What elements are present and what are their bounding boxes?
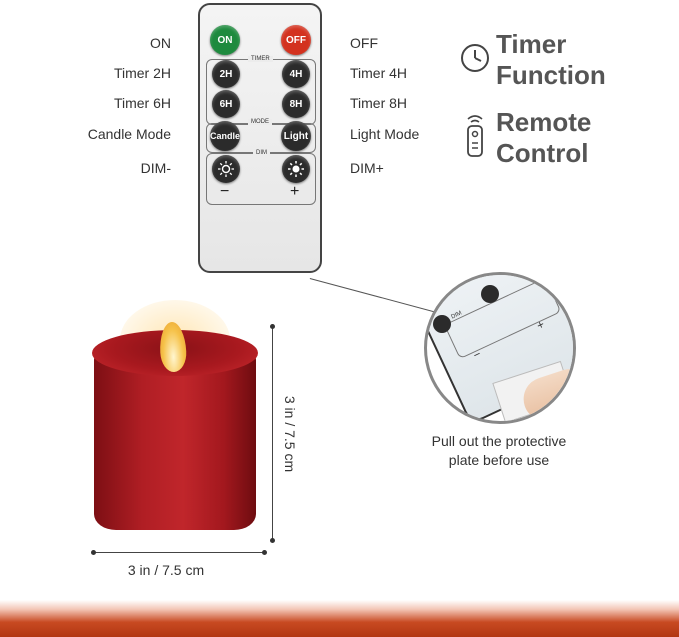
timer-8h-button[interactable]: 8H: [282, 90, 310, 118]
label-timer-4h: Timer 4H: [350, 65, 408, 81]
label-timer-2h: Timer 2H: [113, 65, 171, 81]
width-dimension-right-dot: [262, 550, 267, 555]
brightness-icon: [218, 161, 234, 177]
inset-caption-line1: Pull out the protective: [431, 433, 567, 449]
mode-group-title: MODE: [248, 119, 272, 125]
dim-plus-button[interactable]: [282, 155, 310, 183]
timer-4h-button[interactable]: 4H: [282, 60, 310, 88]
remote-control: ON OFF TIMER 2H 4H 6H 8H MODE Candle Lig…: [198, 3, 322, 273]
width-dimension-left-dot: [91, 550, 96, 555]
height-dimension-line: [272, 327, 273, 540]
candle-mode-button[interactable]: Candle: [210, 121, 240, 151]
feature-timer-line2: Function: [496, 60, 606, 90]
label-dim-plus: DIM+: [350, 160, 384, 176]
label-candle-mode: Candle Mode: [87, 126, 171, 142]
remote-control-icon: [467, 115, 483, 157]
inset-dim-minus-icon: [433, 315, 451, 333]
dim-group-title: DIM: [253, 150, 270, 156]
label-off: OFF: [350, 35, 378, 51]
light-button-label: Light: [283, 130, 309, 142]
timer-group-title: TIMER: [248, 56, 273, 62]
dim-plus-sign: +: [290, 183, 300, 200]
on-button[interactable]: ON: [210, 25, 240, 55]
width-dimension-line: [94, 552, 264, 553]
label-light-mode: Light Mode: [350, 126, 420, 142]
inset-caption-line2: plate before use: [448, 452, 550, 468]
timer-6h-button[interactable]: 6H: [212, 90, 240, 118]
timer-2h-button[interactable]: 2H: [212, 60, 240, 88]
dim-minus-sign: −: [220, 183, 230, 200]
timer-2h-label: 2H: [219, 68, 233, 80]
width-dimension-label: 3 in / 7.5 cm: [127, 562, 205, 578]
height-dimension-top-dot: [270, 324, 275, 329]
timer-8h-label: 8H: [289, 98, 303, 110]
brightness-full-icon: [288, 161, 304, 177]
feature-remote-line1: Remote: [496, 107, 592, 137]
height-dimension-label: 3 in / 7.5 cm: [282, 395, 298, 473]
on-button-label: ON: [217, 34, 233, 46]
inset-dim-plus-icon: [481, 285, 499, 303]
candle-body: [94, 350, 256, 530]
height-dimension-bottom-dot: [270, 538, 275, 543]
off-button-label: OFF: [286, 34, 306, 46]
label-dim-minus: DIM-: [140, 160, 171, 176]
dim-minus-button[interactable]: [212, 155, 240, 183]
feature-remote-line2: Control: [496, 138, 589, 168]
label-timer-8h: Timer 8H: [350, 95, 408, 111]
inset-magnifier: DIM − +: [424, 272, 576, 424]
off-button[interactable]: OFF: [281, 25, 311, 55]
feature-timer-line1: Timer: [496, 29, 567, 59]
bottom-color-bar: [0, 600, 679, 637]
timer-4h-label: 4H: [289, 68, 303, 80]
clock-icon: [461, 44, 489, 72]
leader-line: [309, 278, 446, 316]
light-mode-button[interactable]: Light: [281, 121, 311, 151]
candle-button-label: Candle: [210, 131, 241, 141]
label-timer-6h: Timer 6H: [113, 95, 171, 111]
label-on: ON: [150, 35, 171, 51]
inset-dim-group: [443, 277, 562, 360]
timer-6h-label: 6H: [219, 98, 233, 110]
